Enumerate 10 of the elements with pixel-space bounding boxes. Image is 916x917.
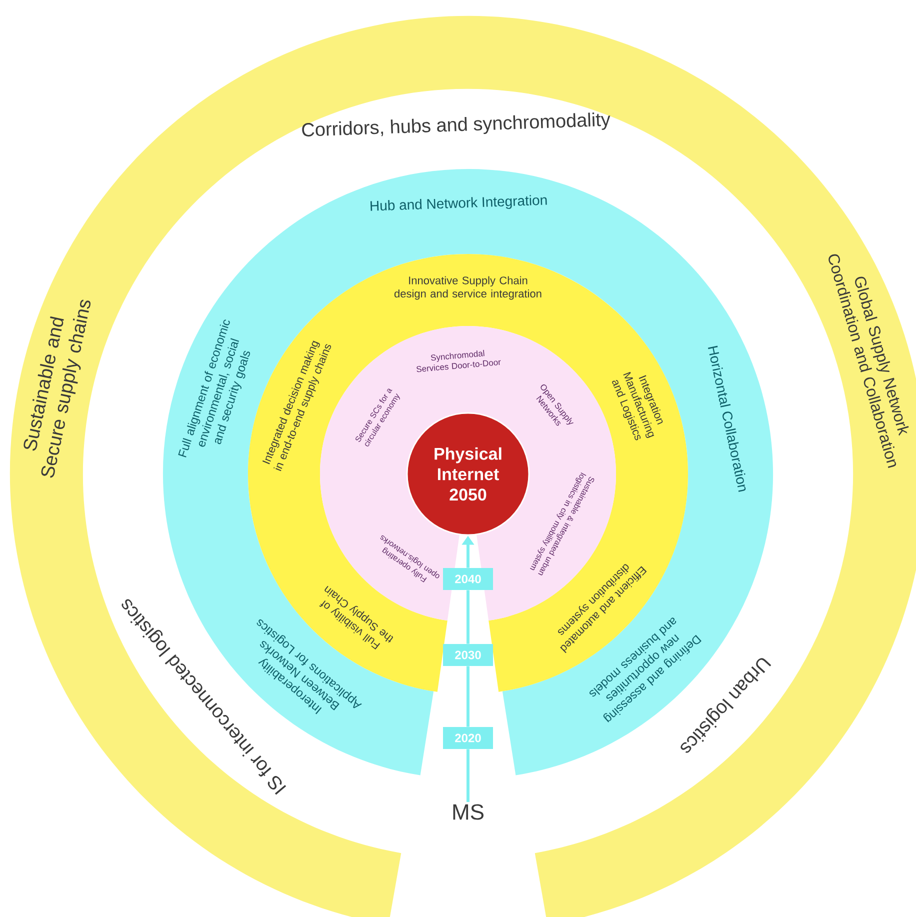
segment-label: Synchromodal Services Door-to-Door [416,350,501,372]
milestone-box: 2040 [443,568,493,590]
segment-label: Sustainable and Secure supply chains [24,300,90,478]
segment-label: Innovative Supply Chain design and service integration [394,276,542,300]
milestone-box: 2030 [443,644,493,666]
segment-label: Horizontal Collaboration [708,346,746,492]
milestone-label: MS [453,804,484,820]
segment-label: Corridors, hubs and synchromodality [302,112,610,136]
segment-label: Hub and Network Integration [370,195,547,211]
milestone-box: 2020 [443,727,493,749]
